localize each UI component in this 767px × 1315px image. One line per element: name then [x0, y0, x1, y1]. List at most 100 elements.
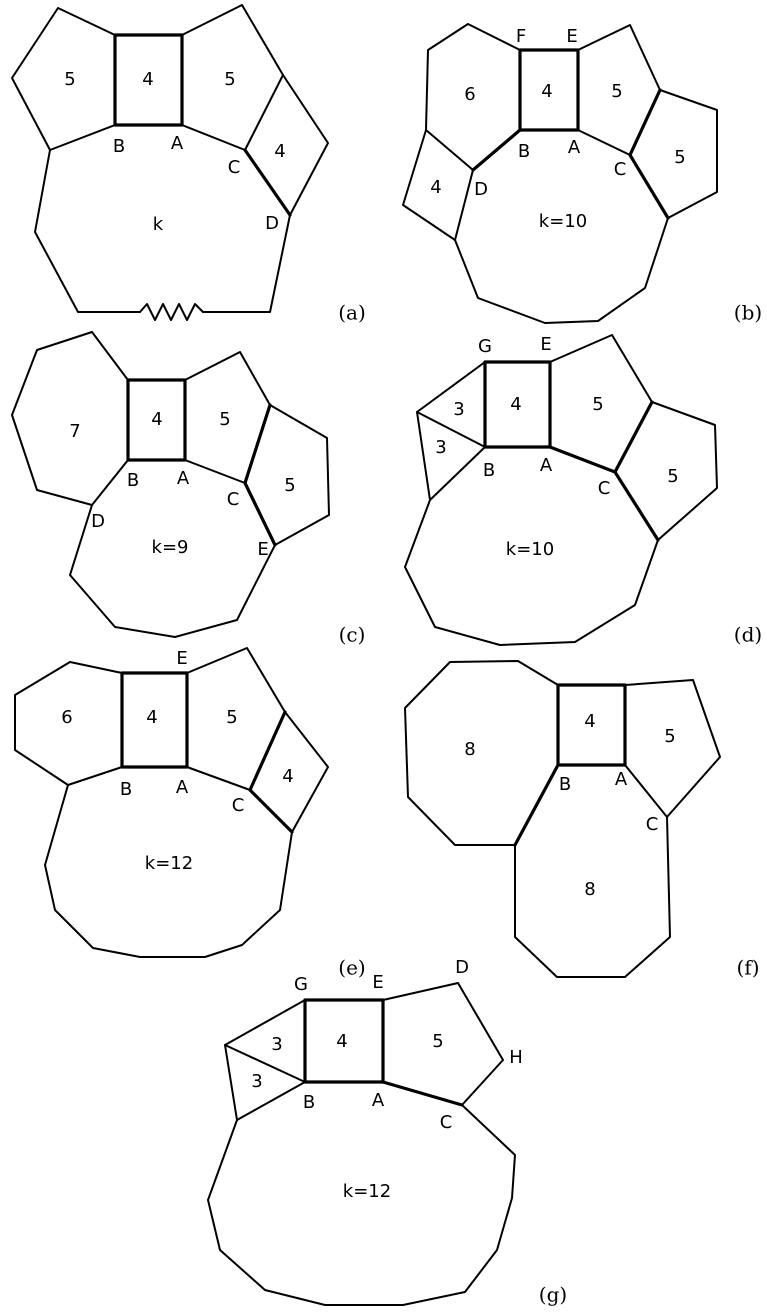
- face-d-pentagon-top: [549, 334, 653, 403]
- edge-g-B-down: [236, 1081, 306, 1121]
- edge-e-C-right: [248, 710, 294, 834]
- face-label: 3: [251, 1071, 262, 1092]
- face-e-hexagon: [14, 661, 123, 786]
- face-label: 5: [64, 69, 75, 90]
- vertex-label: D: [265, 213, 279, 234]
- panel-caption: (g): [539, 1283, 567, 1307]
- face-a-quad-right: [282, 74, 329, 216]
- vertex-label: H: [509, 1047, 523, 1068]
- edge-c-AC: [184, 459, 246, 484]
- panel-e: 6 4 5 4 k=12 E B A C (e): [14, 647, 366, 980]
- edge-g-AC: [381, 1080, 464, 1107]
- vertex-label: E: [372, 972, 383, 993]
- edge-d-C-right: [613, 400, 660, 542]
- face-label: 7: [69, 421, 80, 442]
- vertex-label: D: [474, 179, 488, 200]
- face-g-pentagon: [382, 982, 504, 1106]
- face-a-pentagon-right: [181, 4, 284, 76]
- vertex-label: C: [614, 159, 627, 180]
- face-label: 4: [142, 69, 153, 90]
- edge-f-B-down: [513, 763, 560, 847]
- vertex-label: E: [176, 648, 187, 669]
- face-a-pentagon-left: [11, 7, 116, 151]
- vertex-label: B: [303, 1092, 315, 1113]
- face-e-quad-right: [284, 711, 329, 833]
- vertex-label: E: [540, 334, 551, 355]
- square-f: [556, 683, 627, 767]
- vertex-label: A: [171, 133, 184, 154]
- face-a-zigzag: [139, 303, 204, 321]
- face-e-k-outline: [44, 784, 293, 958]
- face-label: 4: [336, 1031, 347, 1052]
- square-c: [126, 378, 187, 462]
- panel-c: 7 4 5 5 k=9 B A C D E (c): [11, 331, 365, 647]
- face-label: 4: [541, 81, 552, 102]
- face-c-heptagon: [11, 331, 129, 506]
- vertex-label: A: [176, 777, 189, 798]
- vertex-label: B: [518, 141, 530, 162]
- face-label: k=10: [506, 539, 554, 560]
- vertex-label: C: [228, 157, 241, 178]
- edge-a-B-left: [49, 124, 116, 151]
- face-label: 5: [284, 475, 295, 496]
- face-label: 4: [430, 177, 441, 198]
- panel-b: 6 4 5 5 4 k=10 F E B A C D (b): [402, 23, 762, 325]
- face-b-k-outline: [454, 217, 669, 324]
- face-b-pentagon-right: [659, 89, 718, 219]
- vertex-label: B: [559, 774, 571, 795]
- face-label: k=10: [539, 211, 587, 232]
- edge-g-triangle-split: [224, 1044, 306, 1083]
- face-label: 5: [432, 1031, 443, 1052]
- face-f-octagon-bottom: [514, 816, 671, 978]
- edge-a-C-upper: [244, 74, 284, 151]
- vertex-label: B: [113, 136, 125, 157]
- vertex-label: E: [566, 26, 577, 47]
- face-e-pentagon-top: [186, 647, 286, 713]
- edge-a-CD: [243, 148, 292, 217]
- vertex-label: G: [478, 336, 492, 357]
- vertex-label: A: [372, 1090, 385, 1111]
- edge-c-DB: [91, 459, 129, 506]
- vertex-label: G: [294, 974, 308, 995]
- face-f-octagon-left: [404, 660, 559, 846]
- vertex-label: C: [227, 489, 240, 510]
- vertex-label: D: [455, 957, 469, 978]
- panel-a: 5 4 5 4 k B A C D (a): [11, 4, 366, 325]
- vertex-label: C: [646, 814, 659, 835]
- edge-e-AC: [186, 766, 251, 791]
- face-a-k-outline-right: [202, 214, 291, 313]
- face-label: 4: [274, 141, 285, 162]
- panel-g: 3 3 4 5 k=12 G E D H B A C (g): [207, 957, 567, 1307]
- face-label: 4: [146, 707, 157, 728]
- face-d-k-outline: [404, 499, 659, 646]
- face-label: k: [153, 214, 164, 235]
- panel-caption: (d): [734, 623, 762, 647]
- face-label: 6: [61, 707, 72, 728]
- edge-d-B-down: [429, 446, 486, 501]
- face-g-triangles-outline: [224, 999, 306, 1121]
- face-label: 5: [592, 394, 603, 415]
- vertex-label: D: [91, 511, 105, 532]
- face-c-pentagon-right: [269, 404, 330, 546]
- edge-b-AC: [577, 129, 631, 156]
- vertex-label: A: [615, 769, 628, 790]
- vertex-label: C: [440, 1112, 453, 1133]
- edge-c-C-right: [243, 403, 277, 547]
- edge-b-C-right: [628, 88, 670, 220]
- face-label: 5: [667, 466, 678, 487]
- face-label: 4: [282, 766, 293, 787]
- panel-caption: (b): [734, 301, 762, 325]
- face-label: 5: [664, 726, 675, 747]
- face-f-pentagon: [624, 679, 721, 818]
- edge-d-AC: [548, 445, 617, 474]
- face-c-pentagon-top: [184, 351, 271, 406]
- face-a-k-outline-left: [34, 149, 141, 313]
- edge-b-D-down: [454, 169, 474, 241]
- face-label: 8: [464, 739, 475, 760]
- vertex-label: F: [516, 26, 526, 47]
- face-label: 6: [464, 84, 475, 105]
- panel-caption: (e): [338, 956, 365, 980]
- vertex-label: A: [177, 468, 190, 489]
- panel-f: 8 4 5 8 B A C (f): [404, 660, 760, 980]
